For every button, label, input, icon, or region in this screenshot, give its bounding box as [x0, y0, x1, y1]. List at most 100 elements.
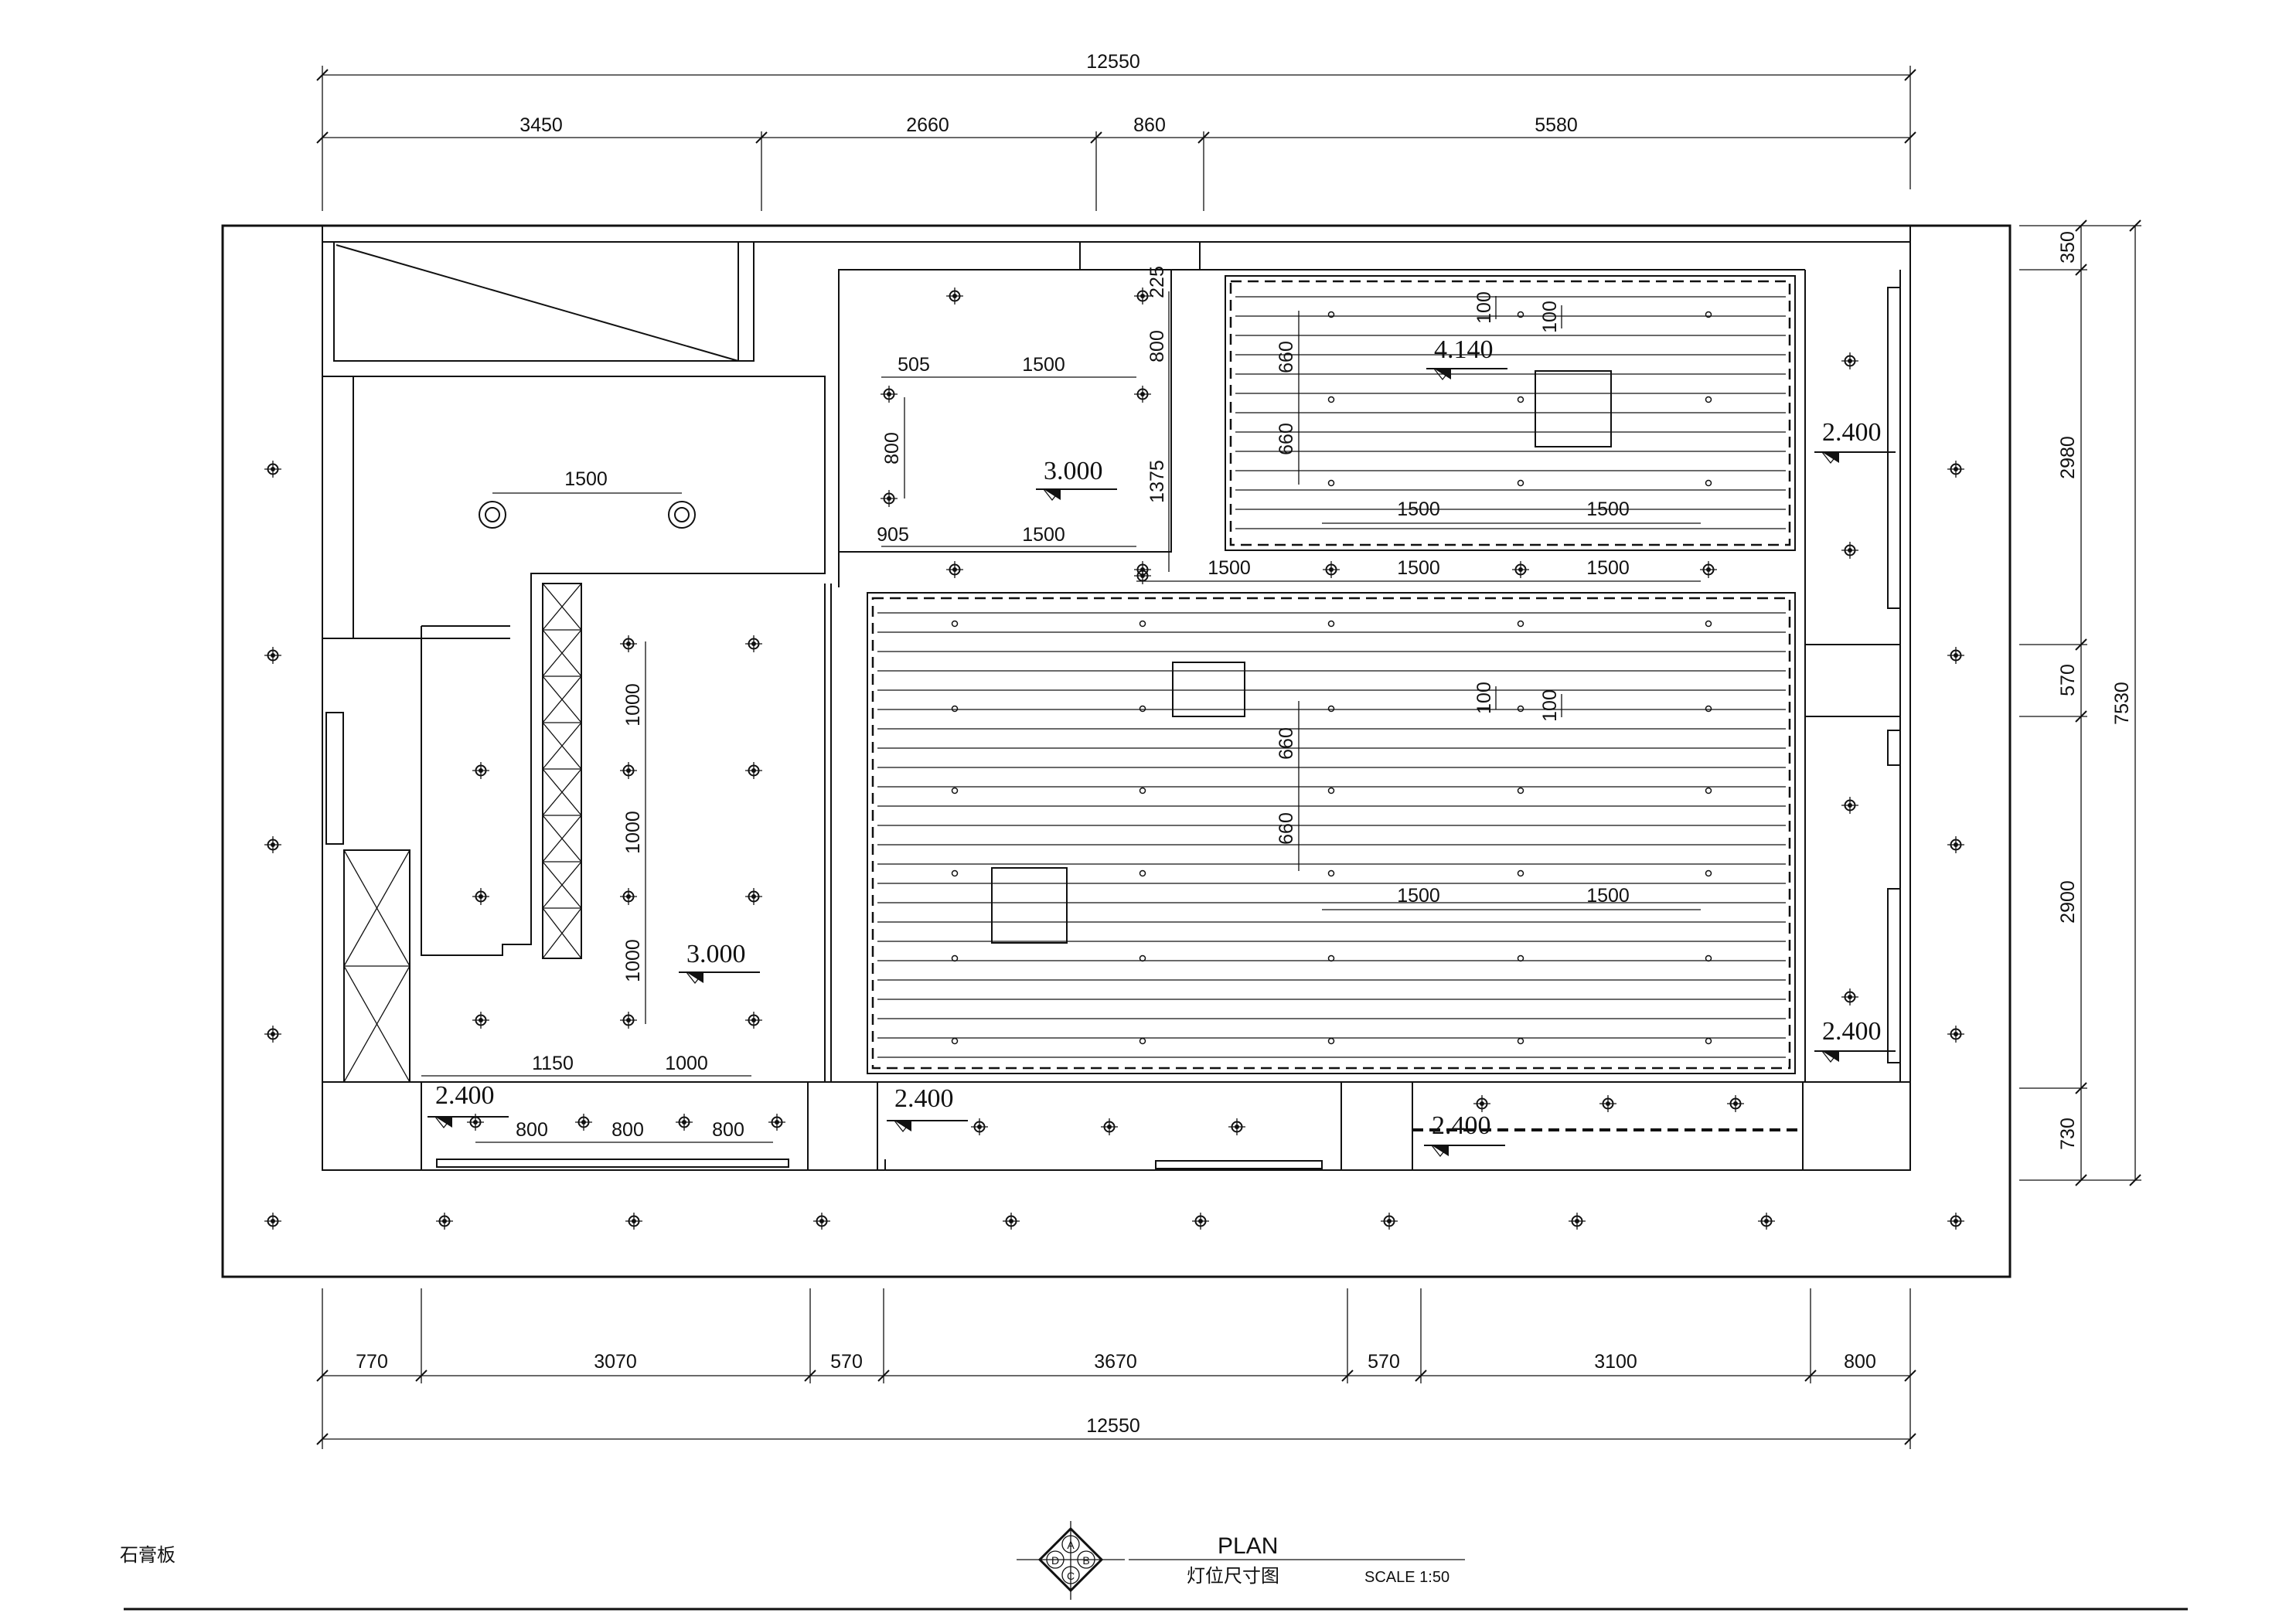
- level-bottom-right: 2.400: [1432, 1111, 1491, 1140]
- dim-center-5: 800: [1146, 330, 1168, 362]
- downlight-icon: [574, 1113, 593, 1131]
- panel-light-icon: [1327, 705, 1335, 713]
- downlight-icon: [619, 1011, 638, 1029]
- downlight-icon: [1322, 560, 1340, 579]
- downlight-icon: [619, 635, 638, 653]
- dim-main-hall-1: 100: [1473, 682, 1495, 714]
- level-marker-icon: [1044, 489, 1061, 500]
- dim-strip-1: 800: [516, 1119, 548, 1141]
- panel-light-icon: [1327, 396, 1335, 403]
- panel-light-icon: [1517, 1037, 1524, 1045]
- level-labels: 4.140 3.000 3.000 2.400 2.400 2.400 2.40…: [435, 335, 1882, 1140]
- downlight-icon: [744, 761, 763, 780]
- downlight-icon: [880, 385, 898, 403]
- title-block: 石膏板 A B C D PLAN 灯位尺寸图 SCALE 1:50: [120, 1521, 2188, 1611]
- panel-light-icon: [1139, 705, 1146, 713]
- downlight-icon: [1947, 835, 1965, 854]
- panel-light-icon: [1139, 787, 1146, 794]
- level-marker-icon: [1432, 1145, 1449, 1156]
- panel-light-icon: [1705, 869, 1712, 877]
- downlight-icon: [1473, 1094, 1491, 1113]
- downlight-icon: [264, 1025, 282, 1043]
- dim-bottom-seg-7: 800: [1844, 1351, 1876, 1373]
- level-right-lower-corridor: 2.400: [1822, 1017, 1882, 1046]
- dim-bottom-seg-1: 770: [356, 1351, 388, 1373]
- dim-lower-left-5: 1000: [665, 1053, 708, 1074]
- panel-light-icon: [1327, 620, 1335, 628]
- downlight-icon: [1100, 1118, 1119, 1136]
- dim-main-hall-3: 660: [1276, 727, 1297, 760]
- downlight-icon: [1380, 1212, 1398, 1230]
- interior-dimension-lines: [421, 291, 1701, 1143]
- right-dimension-lines: [2019, 219, 2141, 1186]
- dim-strip-2: 800: [611, 1119, 644, 1141]
- downlight-icon: [1947, 460, 1965, 478]
- downlight-icon: [1947, 646, 1965, 665]
- dim-right-seg-4: 2900: [2057, 880, 2079, 924]
- downlight-icon: [472, 887, 490, 906]
- dim-top-seg-1: 3450: [519, 114, 563, 136]
- panel-light-icon: [951, 620, 959, 628]
- dim-right-seg-5: 730: [2057, 1118, 2079, 1150]
- dim-top-seg-2: 2660: [906, 114, 949, 136]
- dim-upper-right-1: 100: [1473, 291, 1495, 324]
- main-hall-panel: [867, 592, 1796, 1074]
- dim-center-6: 1375: [1146, 460, 1168, 503]
- level-right-upper-corridor: 2.400: [1822, 418, 1882, 447]
- drawing-subtitle: 灯位尺寸图: [1187, 1565, 1279, 1587]
- dim-upper-right-4: 660: [1276, 423, 1297, 455]
- dim-main-hall-6: 1500: [1586, 885, 1630, 907]
- panel-light-icon: [951, 705, 959, 713]
- level-marker-icon: [435, 1117, 452, 1128]
- panel-light-icon: [1705, 705, 1712, 713]
- downlight-icon: [472, 761, 490, 780]
- dim-center-8: 1500: [1022, 524, 1065, 546]
- downlight-icon: [812, 1212, 831, 1230]
- panel-light-icon: [1517, 620, 1524, 628]
- panel-light-icon: [1517, 869, 1524, 877]
- dim-center-7: 905: [877, 524, 909, 546]
- downlight-icon: [1726, 1094, 1745, 1113]
- panel-light-icon: [1139, 620, 1146, 628]
- dim-lower-left-3: 1000: [622, 939, 644, 982]
- ceiling-lights: [264, 287, 1965, 1230]
- dim-center-4: 800: [881, 432, 903, 464]
- dim-center-1: 225: [1146, 266, 1168, 298]
- dim-main-hall-2: 100: [1539, 689, 1561, 722]
- panel-light-icon: [1705, 1037, 1712, 1045]
- material-note: 石膏板: [120, 1545, 175, 1566]
- dim-center-3: 1500: [1022, 354, 1065, 376]
- level-upper-right: 4.140: [1434, 335, 1494, 364]
- spot-lights: [479, 501, 696, 529]
- downlight-icon: [1228, 1118, 1246, 1136]
- downlight-icon: [945, 560, 964, 579]
- panel-light-icon: [1517, 479, 1524, 487]
- dim-top-seg-3: 860: [1133, 114, 1166, 136]
- downlight-icon: [1841, 796, 1859, 815]
- level-bottom-left: 2.400: [435, 1081, 495, 1110]
- downlight-icon: [1511, 560, 1530, 579]
- bottom-dimension-lines: [316, 1288, 1916, 1449]
- downlight-icon: [1191, 1212, 1210, 1230]
- level-center-room: 3.000: [1044, 457, 1103, 485]
- compass-letter-a: A: [1067, 1539, 1075, 1551]
- downlight-icon: [744, 887, 763, 906]
- drawing-scale: SCALE 1:50: [1364, 1569, 1449, 1586]
- dim-right-seg-1: 350: [2057, 231, 2079, 264]
- dimension-labels: 12550 3450 2660 860 5580 770 3070 570 36…: [356, 51, 2133, 1437]
- downlight-icon: [619, 887, 638, 906]
- downlight-icon: [264, 646, 282, 665]
- downlight-icon: [1568, 1212, 1586, 1230]
- level-marker-icon: [1822, 452, 1839, 463]
- level-bottom-middle: 2.400: [894, 1084, 954, 1113]
- dim-center-2: 505: [898, 354, 930, 376]
- downlight-icon: [1841, 541, 1859, 560]
- downlight-icon: [619, 761, 638, 780]
- downlight-icon: [970, 1118, 989, 1136]
- level-lower-left: 3.000: [686, 940, 746, 968]
- panel-light-icon: [1139, 869, 1146, 877]
- compass-letter-d: D: [1051, 1554, 1059, 1567]
- dim-upper-right-2: 100: [1539, 301, 1561, 333]
- downlight-icon: [945, 287, 964, 305]
- dim-middle-2: 1500: [1397, 557, 1440, 579]
